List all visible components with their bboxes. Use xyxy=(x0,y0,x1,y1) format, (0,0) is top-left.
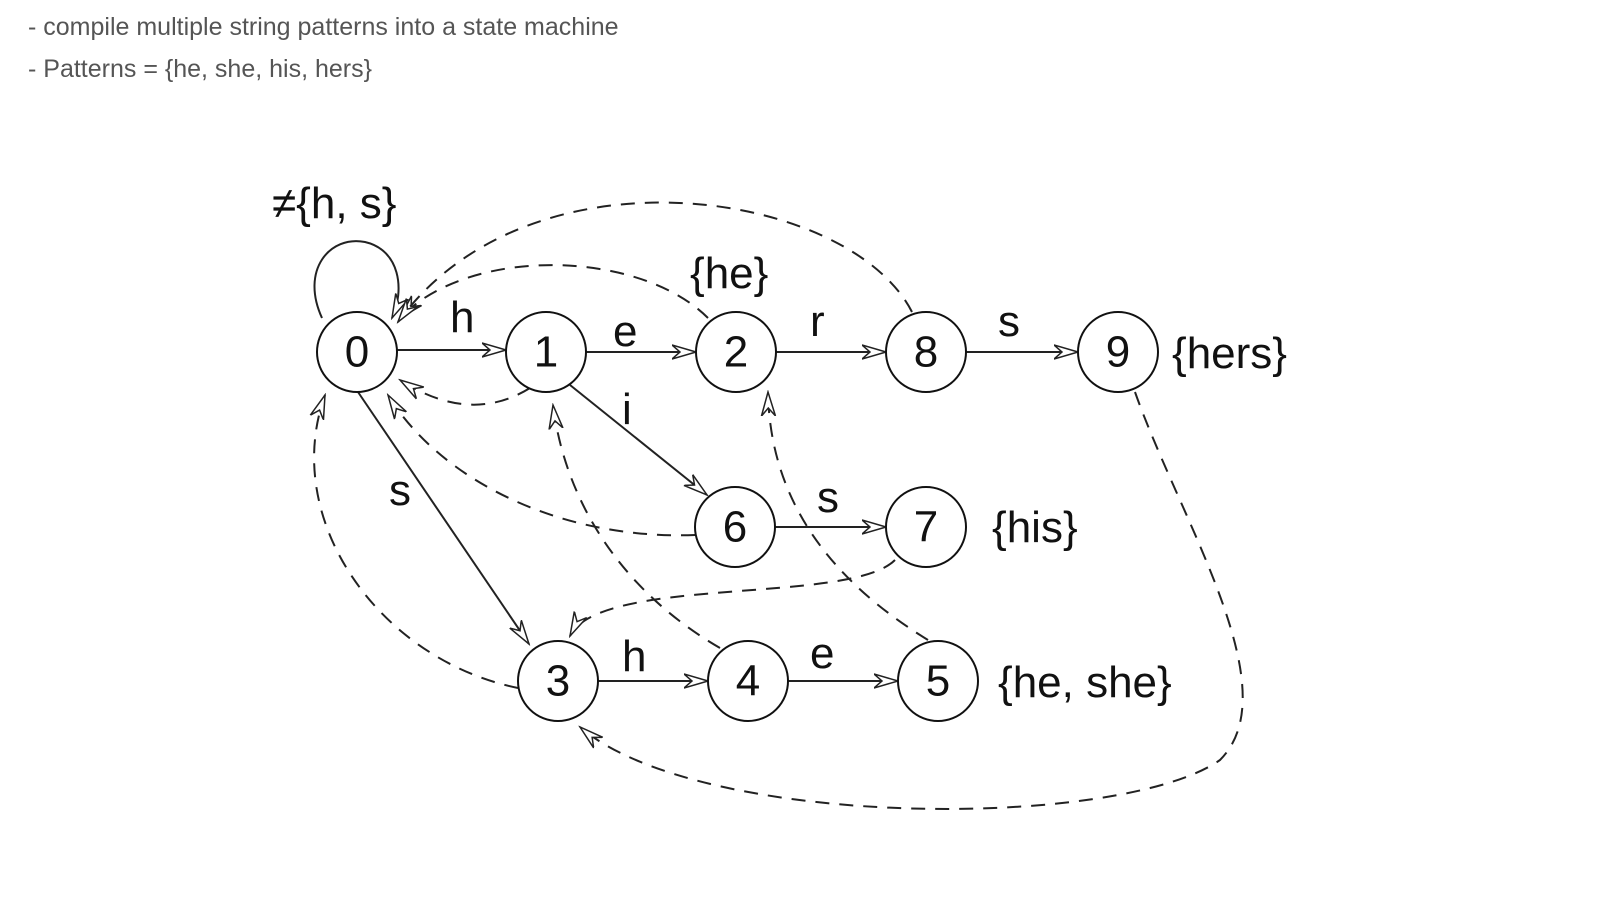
edge-1-6 xyxy=(569,384,707,495)
svg-text:2: 2 xyxy=(724,328,748,377)
output-label-5: {he, she} xyxy=(998,658,1172,707)
bullet-item: - Patterns = {he, she, his, hers} xyxy=(28,55,372,83)
self-loop-label: ≠{h, s} xyxy=(272,179,396,228)
output-label-9: {hers} xyxy=(1172,329,1287,378)
output-label-2: {he} xyxy=(690,249,768,298)
edge-label: h xyxy=(622,632,646,681)
svg-text:6: 6 xyxy=(723,503,747,552)
state-7: 7 xyxy=(885,486,967,568)
svg-text:1: 1 xyxy=(534,328,558,377)
edge-label: e xyxy=(810,629,834,678)
svg-text:7: 7 xyxy=(914,503,938,552)
svg-text:5: 5 xyxy=(926,657,950,706)
failure-9-3 xyxy=(580,391,1244,810)
failure-7-3 xyxy=(570,559,896,636)
state-8: 8 xyxy=(885,311,967,393)
state-0: 0 xyxy=(316,311,398,393)
edge-label: h xyxy=(450,293,474,342)
self-loop-0 xyxy=(313,240,398,318)
failure-6-0 xyxy=(388,395,696,537)
state-4: 4 xyxy=(707,640,789,722)
svg-text:8: 8 xyxy=(914,328,938,377)
failure-4-1 xyxy=(553,405,721,649)
output-label-7: {his} xyxy=(992,503,1078,552)
state-2: 2 xyxy=(695,311,777,393)
failure-2-0 xyxy=(400,264,709,318)
edge-label: s xyxy=(817,473,839,522)
svg-text:3: 3 xyxy=(546,657,570,706)
state-3: 3 xyxy=(517,640,599,722)
svg-text:4: 4 xyxy=(736,657,760,706)
svg-text:0: 0 xyxy=(345,328,369,377)
state-1: 1 xyxy=(505,311,587,393)
edge-label: e xyxy=(613,307,637,356)
failure-1-0 xyxy=(400,380,531,406)
edge-0-3 xyxy=(357,391,529,644)
state-9: 9 xyxy=(1077,311,1159,393)
failure-5-2 xyxy=(768,392,929,641)
edge-label: r xyxy=(810,297,825,346)
svg-text:9: 9 xyxy=(1106,328,1130,377)
state-6: 6 xyxy=(694,486,776,568)
bullet-list: - compile multiple string patterns into … xyxy=(28,6,619,90)
edge-label: s xyxy=(389,466,411,515)
state-5: 5 xyxy=(897,640,979,722)
edge-label: i xyxy=(622,385,632,434)
bullet-item: - compile multiple string patterns into … xyxy=(28,13,619,41)
failure-8-0 xyxy=(398,201,913,322)
failure-3-0 xyxy=(314,395,519,689)
edge-label: s xyxy=(998,297,1020,346)
